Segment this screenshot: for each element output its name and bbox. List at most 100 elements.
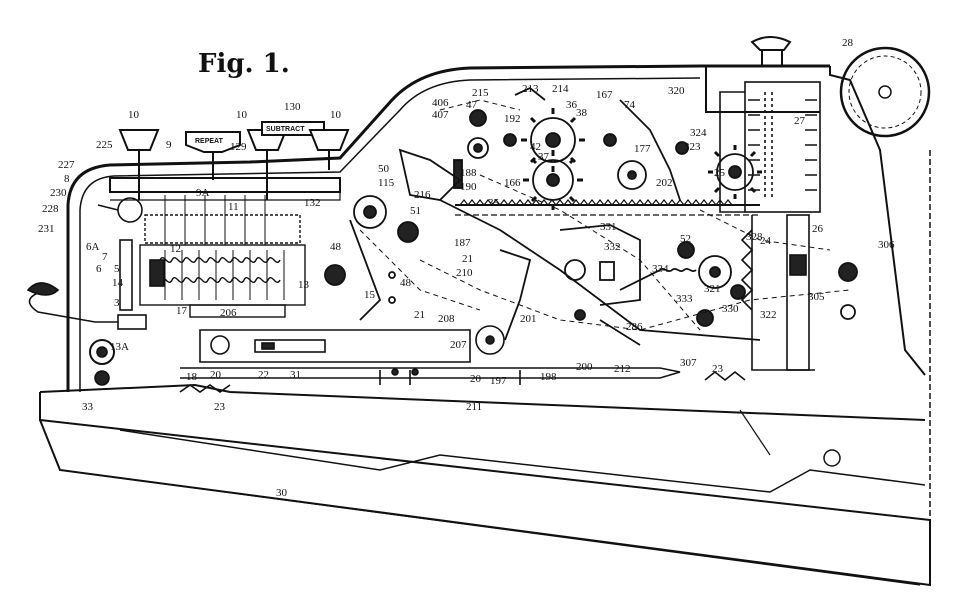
reference-numeral: 48	[330, 241, 342, 253]
reference-numeral: 332	[604, 241, 621, 253]
reference-numeral: 18	[186, 371, 198, 383]
reference-numeral: 23	[712, 363, 724, 375]
reference-numeral: 9A	[196, 187, 210, 199]
reference-numeral: 130	[284, 101, 301, 113]
reference-numeral: 228	[42, 203, 59, 215]
reference-numeral: 407	[432, 109, 449, 121]
reference-numeral: 227	[58, 159, 75, 171]
reference-numeral: 17	[176, 305, 188, 317]
reference-numeral: 9	[166, 139, 172, 151]
reference-numeral: 307	[680, 357, 697, 369]
reference-numeral: 286	[626, 321, 643, 333]
reference-numeral: 206	[220, 307, 237, 319]
reference-numeral: 42	[530, 141, 541, 153]
repeat-key-label: REPEAT	[195, 138, 224, 145]
reference-numeral: 167	[596, 89, 613, 101]
reference-numeral: 334	[652, 263, 669, 275]
reference-numeral: 166	[504, 177, 521, 189]
reference-numeral: 201	[520, 313, 537, 325]
reference-numeral: 115	[378, 177, 395, 189]
reference-numeral: 6	[96, 263, 102, 275]
reference-numeral: 50	[378, 163, 390, 175]
left-parts	[26, 197, 165, 386]
reference-numeral: 333	[676, 293, 693, 305]
reference-numeral: 328	[746, 231, 763, 243]
reference-numeral: 213	[522, 83, 539, 95]
reference-numeral: 322	[760, 309, 777, 321]
reference-numeral: 323	[684, 141, 701, 153]
register-column	[719, 81, 821, 371]
reference-numeral: 211	[466, 401, 482, 413]
reference-numeral: 35	[488, 197, 500, 209]
reference-numeral: 198	[540, 371, 557, 383]
reference-numeral: 231	[38, 223, 55, 235]
reference-numeral: 187	[454, 237, 471, 249]
reference-numeral: 225	[96, 139, 113, 151]
reference-numeral: 132	[304, 197, 321, 209]
reference-numeral: 52	[680, 233, 691, 245]
reference-numeral: 200	[576, 361, 593, 373]
reference-numeral: 215	[472, 87, 489, 99]
reference-numeral: 37	[538, 151, 550, 163]
reference-numeral: 10	[330, 109, 342, 121]
reference-numeral: 3	[114, 297, 120, 309]
reference-numeral: 6A	[86, 241, 100, 253]
reference-numeral: 31	[290, 369, 301, 381]
reference-numeral: 321	[704, 283, 721, 295]
reference-numeral: 28	[842, 37, 854, 49]
reference-numeral: 30	[276, 487, 288, 499]
reference-numeral: 214	[552, 83, 569, 95]
reference-numeral: 202	[656, 177, 673, 189]
reference-numeral: 197	[490, 375, 507, 387]
reference-numeral: 216	[414, 189, 431, 201]
reference-numeral: 210	[456, 267, 473, 279]
reference-numeral: 20	[470, 373, 482, 385]
reference-numeral: 324	[690, 127, 707, 139]
reference-numeral: 25	[714, 167, 726, 179]
reference-numeral: 8	[64, 173, 70, 185]
reference-numeral: 306	[878, 239, 895, 251]
lower-bar	[179, 325, 746, 393]
reference-numeral: 208	[438, 313, 455, 325]
reference-numeral: 36	[566, 99, 578, 111]
reference-numeral: 12	[170, 243, 181, 255]
figure-title: Fig. 1.	[198, 49, 290, 79]
base-frame	[39, 150, 931, 587]
gear-cluster	[324, 86, 858, 346]
key-stems	[109, 121, 350, 201]
reference-numeral: 331	[600, 221, 617, 233]
reference-numeral: 192	[504, 113, 521, 125]
subtract-key-label: SUBTRACT	[266, 126, 305, 133]
reference-numeral: 22	[258, 369, 269, 381]
key-spring-bank	[139, 195, 306, 318]
reference-numeral: 330	[722, 303, 739, 315]
reference-numeral: 13	[298, 279, 310, 291]
reference-numeral: 177	[634, 143, 651, 155]
reference-numeral: 15	[364, 289, 376, 301]
reference-numeral: 129	[230, 141, 247, 153]
reference-numeral: 230	[50, 187, 67, 199]
reference-numeral: 13A	[110, 341, 129, 353]
reference-numeral: 14	[112, 277, 124, 289]
reference-numeral: 190	[460, 181, 477, 193]
reference-numeral: 7	[102, 251, 108, 263]
reference-numeral: 212	[614, 363, 631, 375]
reference-numeral: 33	[82, 401, 94, 413]
reference-numeral: 47	[466, 99, 478, 111]
reference-numeral: 26	[812, 223, 824, 235]
reference-numeral: 5	[114, 263, 120, 275]
reference-numeral: 11	[228, 201, 239, 213]
reference-numeral: 38	[576, 107, 588, 119]
dashed-paths	[359, 99, 851, 331]
reference-numeral: 20	[210, 369, 222, 381]
housing-outline	[66, 64, 926, 392]
reference-numeral: 74	[624, 99, 636, 111]
wheel-28	[839, 46, 931, 138]
reference-numeral: 51	[410, 205, 421, 217]
reference-numeral: 23	[214, 401, 226, 413]
reference-numeral: 305	[808, 291, 825, 303]
reference-numeral: 320	[668, 85, 685, 97]
